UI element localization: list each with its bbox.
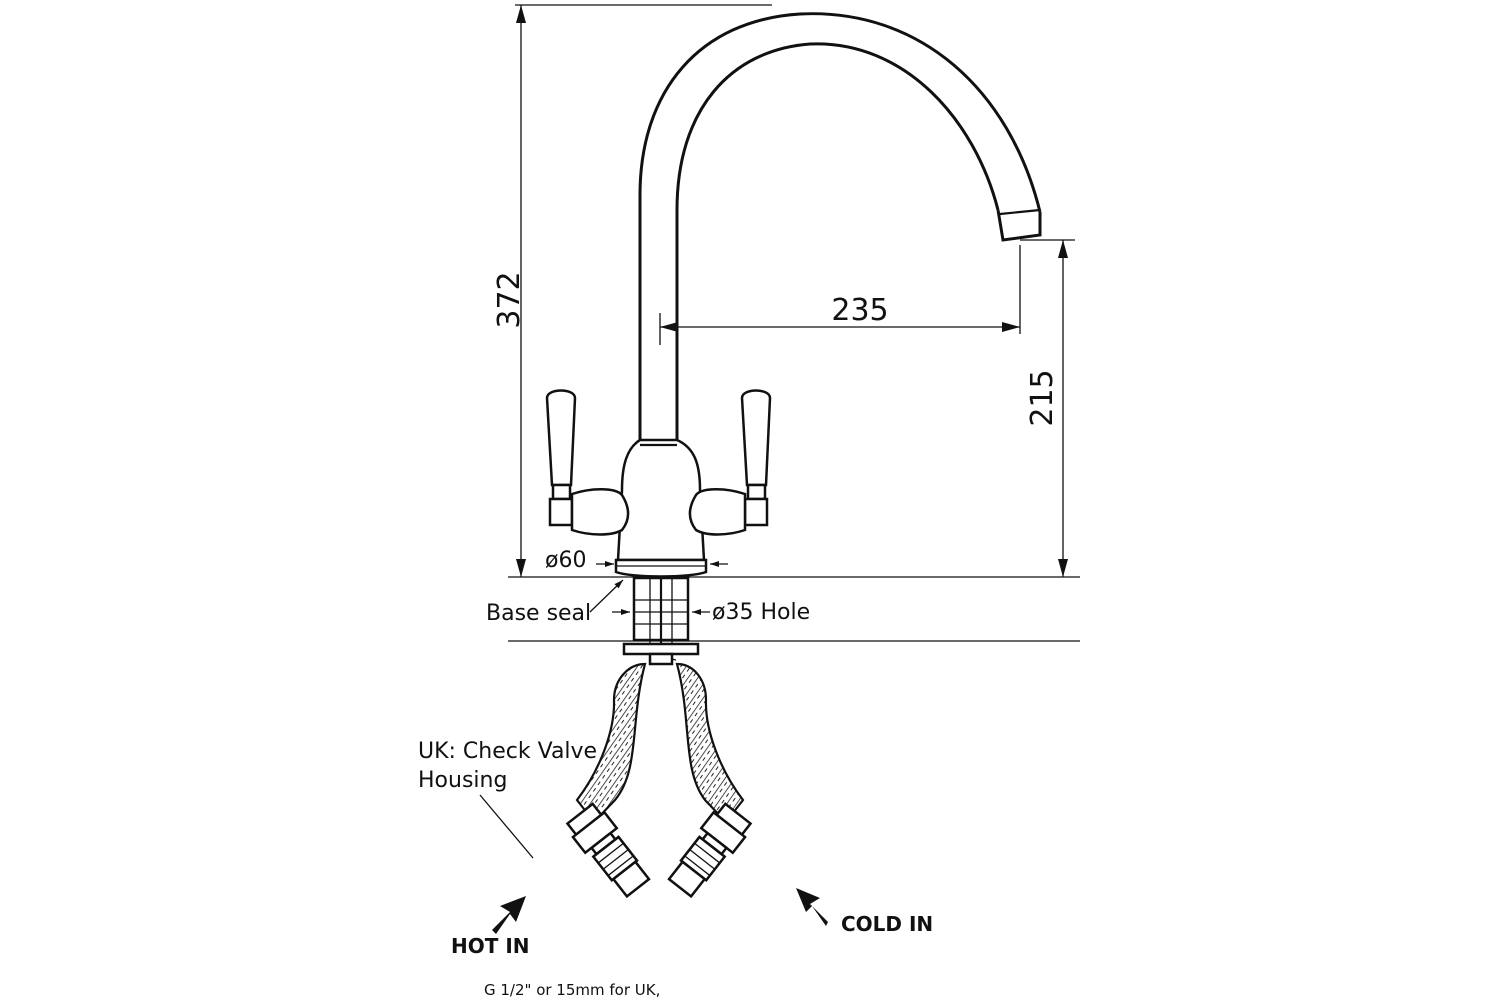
tap-body bbox=[614, 438, 708, 578]
left-lever-handle bbox=[545, 389, 630, 536]
dimension-235-label: 235 bbox=[831, 293, 888, 328]
hot-check-valve-fitting bbox=[565, 802, 651, 899]
hot-supply-hose bbox=[575, 662, 647, 824]
dimension-base-diameter: ø60 bbox=[545, 548, 728, 573]
check-valve-label-line1: UK: Check Valve bbox=[418, 739, 597, 764]
hot-in-arrow-icon bbox=[492, 896, 526, 934]
cold-in-label: COLD IN bbox=[841, 912, 933, 936]
check-valve-label-line2: Housing bbox=[418, 768, 507, 793]
mounting-shank bbox=[622, 576, 700, 666]
hole-diameter-label: ø35 Hole bbox=[712, 600, 810, 625]
cold-in-arrow-icon bbox=[796, 888, 828, 926]
dimension-235: 235 bbox=[659, 245, 1021, 345]
connection-note: G 1/2" or 15mm for UK, bbox=[484, 981, 660, 999]
base-diameter-label: ø60 bbox=[545, 548, 586, 573]
dimension-372: 372 bbox=[492, 4, 772, 577]
dimension-215: 215 bbox=[1020, 239, 1075, 577]
cold-in-callout: COLD IN bbox=[796, 888, 933, 936]
cold-supply-hose bbox=[675, 662, 745, 824]
right-lever-handle bbox=[688, 389, 772, 536]
dimension-372-label: 372 bbox=[492, 271, 527, 328]
base-seal-callout: Base seal bbox=[486, 579, 624, 626]
hot-in-callout: HOT IN bbox=[451, 896, 530, 958]
cold-check-valve-fitting bbox=[667, 802, 753, 899]
check-valve-callout: UK: Check Valve Housing bbox=[418, 739, 597, 859]
hot-in-label: HOT IN bbox=[451, 934, 530, 958]
dimension-215-label: 215 bbox=[1025, 369, 1060, 426]
spout bbox=[638, 12, 1042, 440]
dimension-hole-diameter: ø35 Hole bbox=[612, 600, 810, 625]
base-seal-label: Base seal bbox=[486, 601, 591, 626]
